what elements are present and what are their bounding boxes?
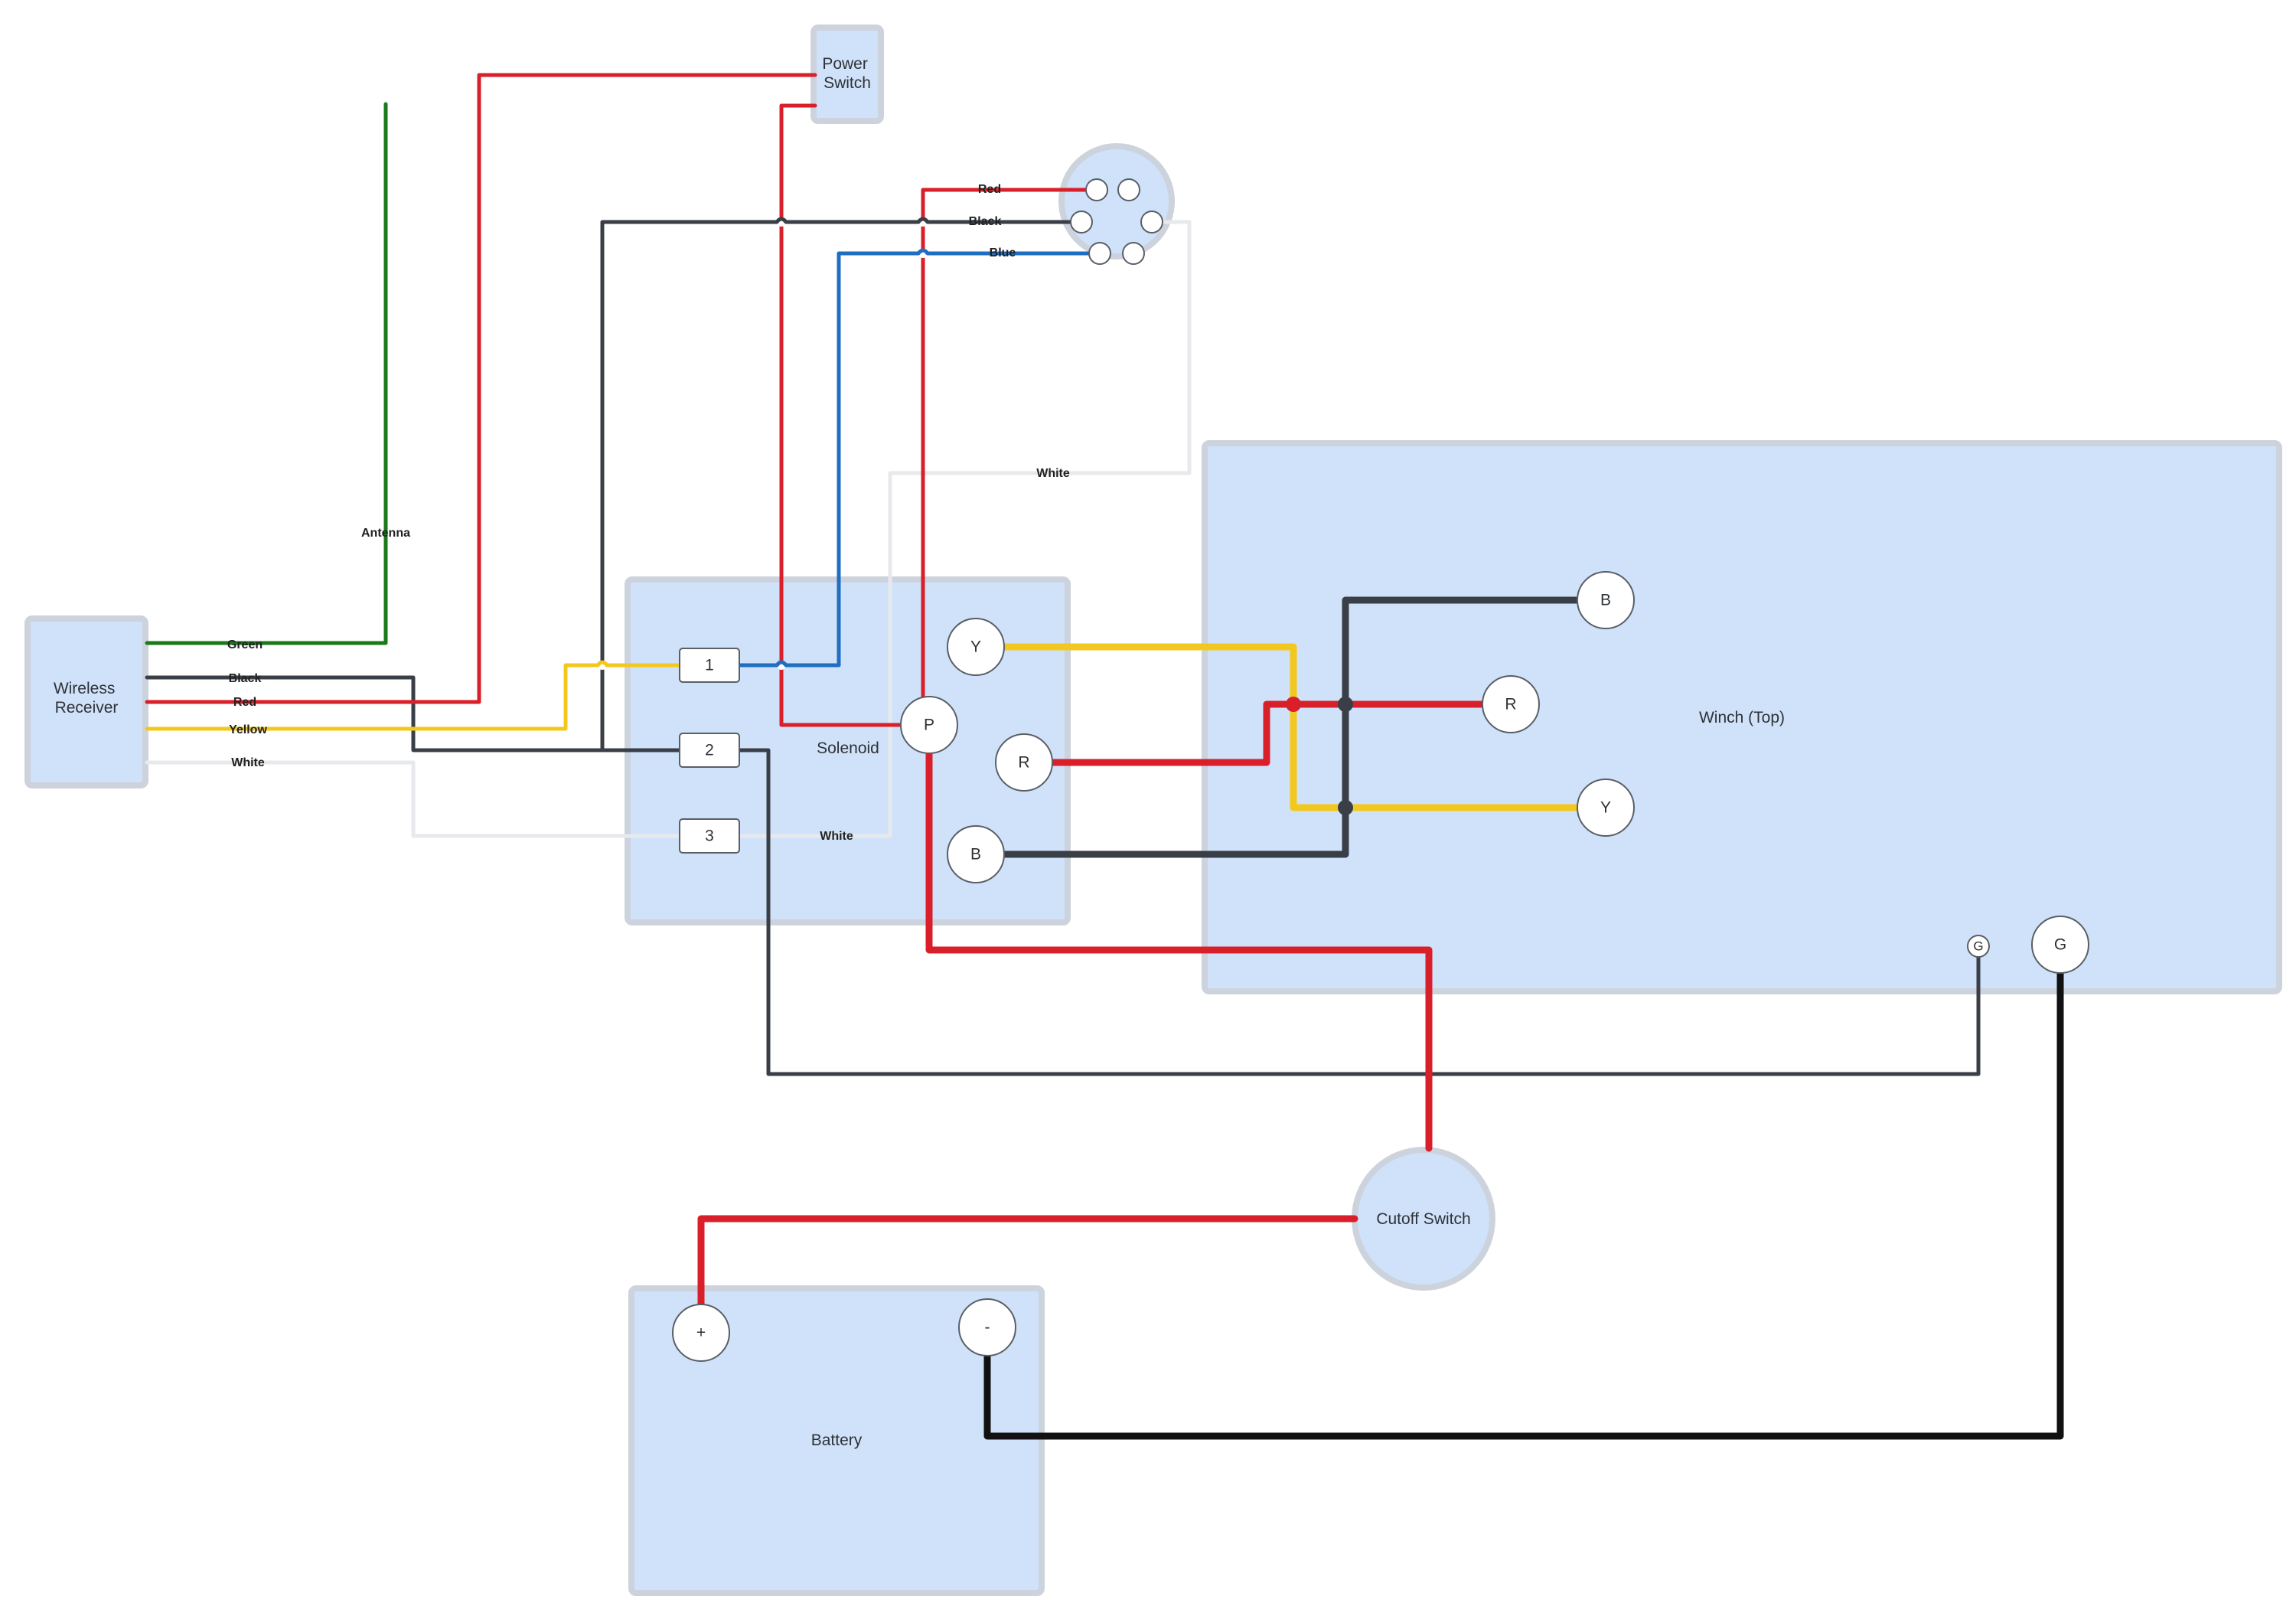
solenoid-terminal-y[interactable] — [947, 618, 1005, 676]
thick-red-wire-motor — [1049, 700, 1492, 766]
thick-black-wire — [1002, 596, 1594, 858]
thick-yellow-wire — [1002, 643, 1594, 811]
winch-terminal-b[interactable] — [1577, 571, 1635, 629]
solenoid-terminal-y-label: Y — [970, 638, 981, 656]
solenoid-white-label: White — [820, 830, 853, 843]
connector-plug[interactable] — [1058, 143, 1175, 260]
red-wire-plug — [921, 188, 1099, 699]
connector-pin[interactable] — [1122, 242, 1145, 265]
antenna-wire-label: Antenna — [361, 527, 410, 540]
wire-hop — [595, 660, 609, 668]
wireless-receiver-label: Wireless Receiver — [54, 680, 119, 717]
black-ground-wire — [737, 748, 1981, 1076]
power-switch-line2: Switch — [823, 74, 871, 92]
wire-hop — [1338, 800, 1353, 815]
winch-terminal-r[interactable] — [1482, 675, 1540, 733]
winch-box[interactable] — [1202, 440, 2282, 994]
solenoid-terminal-p-label: P — [924, 717, 934, 734]
plug-red-label: Red — [978, 183, 1001, 196]
red-wire-receiver — [145, 73, 817, 704]
cutoff-switch-label: Cutoff Switch — [1376, 1210, 1470, 1228]
solenoid-terminal-b[interactable] — [947, 825, 1005, 883]
wireless-receiver-line2: Receiver — [55, 699, 119, 717]
battery-terminal-minus-label: - — [985, 1319, 990, 1337]
winch-terminal-g[interactable] — [2031, 916, 2089, 974]
white-wire-label: White — [231, 756, 265, 769]
power-switch-line1: Power — [822, 55, 868, 73]
yellow-wire-receiver — [145, 663, 682, 731]
solenoid-terminal-2[interactable] — [679, 733, 740, 768]
plug-black-label: Black — [969, 215, 1002, 228]
wire-hop — [1286, 697, 1301, 712]
battery-terminal-minus[interactable] — [958, 1298, 1016, 1356]
winch-terminal-r-label: R — [1505, 696, 1516, 713]
wire-hop — [1338, 697, 1353, 712]
black-wire-receiver — [145, 675, 682, 753]
winch-terminal-g-small-label: G — [1973, 939, 1983, 954]
solenoid-terminal-3-label: 3 — [705, 828, 714, 845]
solenoid-terminal-r-label: R — [1018, 754, 1029, 772]
winch-label: Winch (Top) — [1699, 709, 1785, 726]
thick-red-wire-p — [925, 749, 1433, 1152]
red-wire-label: Red — [233, 696, 256, 709]
wire-hop — [775, 217, 788, 224]
power-switch-label: Power Switch — [822, 55, 872, 92]
green-wire-label: Green — [227, 638, 263, 651]
solenoid-terminal-3[interactable] — [679, 818, 740, 854]
solenoid-terminal-b-label: B — [970, 846, 981, 863]
connector-pin[interactable] — [1070, 211, 1093, 233]
plug-blue-label: Blue — [990, 246, 1016, 260]
blue-wire — [737, 251, 1102, 668]
solenoid-terminal-p[interactable] — [900, 696, 958, 754]
winch-terminal-y-label: Y — [1600, 799, 1611, 817]
solenoid-terminal-1[interactable] — [679, 648, 740, 683]
battery-terminal-plus-label: + — [696, 1324, 706, 1342]
solenoid-terminal-r[interactable] — [995, 733, 1053, 792]
solenoid-terminal-2-label: 2 — [705, 742, 714, 759]
thick-black-ground — [983, 968, 2064, 1440]
antenna-wire — [145, 102, 388, 645]
battery-terminal-plus[interactable] — [672, 1304, 730, 1362]
black-wire-label: Black — [229, 672, 262, 685]
red-wire-power-switch — [779, 103, 902, 727]
wire-hop — [916, 248, 930, 256]
battery-box[interactable] — [628, 1285, 1045, 1596]
connector-pin[interactable] — [1088, 242, 1111, 265]
connector-pin[interactable] — [1117, 178, 1140, 201]
wire-hop — [916, 217, 930, 224]
wire-hop — [775, 660, 788, 668]
thick-red-wire-battery — [697, 1215, 1358, 1311]
white-wire-receiver — [145, 760, 682, 838]
winch-terminal-b-label: B — [1600, 592, 1611, 609]
winch-terminal-y[interactable] — [1577, 779, 1635, 837]
connector-pin[interactable] — [1140, 211, 1163, 233]
plug-white-label: White — [1036, 467, 1070, 480]
connector-pin[interactable] — [1085, 178, 1108, 201]
winch-terminal-g-label: G — [2054, 936, 2066, 954]
white-wire-connector — [737, 220, 1192, 838]
solenoid-label: Solenoid — [817, 739, 879, 757]
wireless-receiver-line1: Wireless — [54, 680, 116, 697]
battery-label: Battery — [811, 1432, 863, 1449]
solenoid-terminal-1-label: 1 — [705, 657, 714, 674]
winch-terminal-g-small[interactable] — [1967, 935, 1990, 958]
yellow-wire-label: Yellow — [229, 723, 267, 736]
